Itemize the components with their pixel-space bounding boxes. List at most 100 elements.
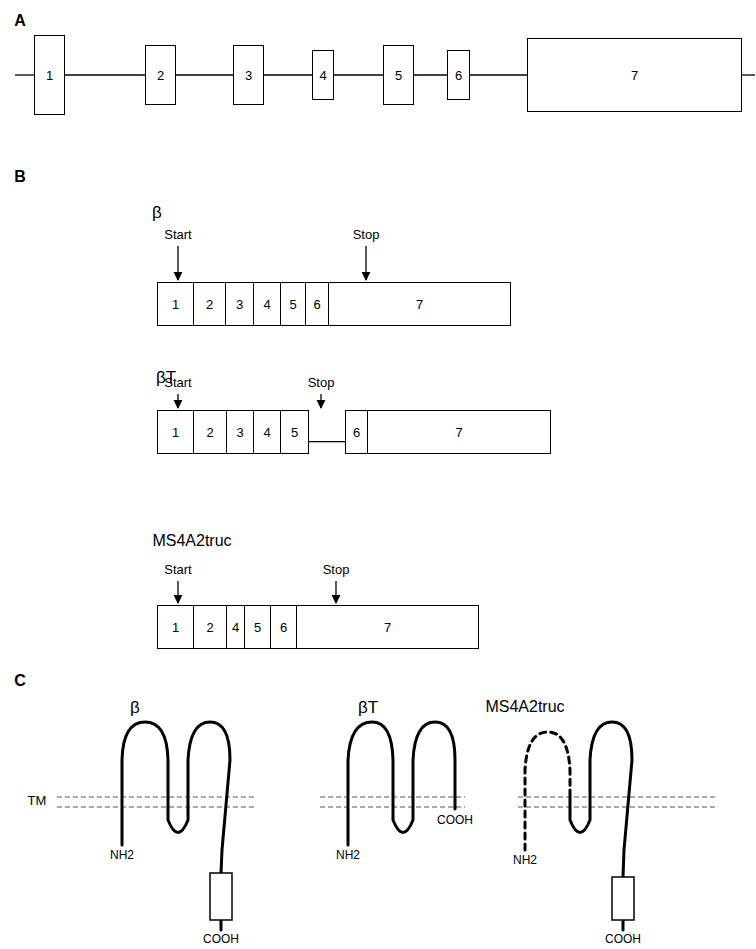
- intron-line: [65, 74, 145, 75]
- label-text: β: [130, 698, 140, 718]
- protein-chain: [122, 722, 230, 873]
- exon-box: 7: [328, 282, 511, 326]
- protein-tail: [622, 920, 625, 930]
- exon-box: 1: [157, 410, 194, 454]
- label-text: Start: [164, 228, 191, 243]
- membrane-line: [518, 807, 717, 808]
- label-text: MS4A2truc: [152, 532, 231, 550]
- exon-box: 7: [527, 38, 742, 112]
- exon-number: 7: [416, 297, 423, 312]
- exon-number: 3: [236, 425, 243, 440]
- exon-number: 7: [384, 620, 391, 635]
- exon-box: 3: [225, 282, 254, 326]
- exon-number: 7: [631, 68, 638, 83]
- exon-box: 6: [345, 410, 368, 454]
- exon-number: 2: [206, 297, 213, 312]
- stop-arrow: [320, 394, 321, 408]
- exon-number: 2: [157, 68, 164, 83]
- label-text: Start: [164, 376, 191, 391]
- label-text: COOH: [605, 933, 641, 947]
- gene-line-end: [742, 74, 755, 75]
- exon-number: 6: [313, 297, 320, 312]
- exon-box: 7: [367, 410, 551, 454]
- label-text: TM: [28, 794, 47, 809]
- label-text: Stop: [353, 228, 380, 243]
- exon-number: 1: [46, 68, 53, 83]
- label-text: Stop: [323, 563, 350, 578]
- exon-box: 4: [253, 282, 281, 326]
- label-text: MS4A2truc: [485, 698, 564, 716]
- label-text: COOH: [203, 933, 239, 947]
- label-text: β: [152, 203, 162, 223]
- exon-box: 7: [296, 605, 479, 649]
- exon-box: 2: [145, 45, 176, 105]
- exon-number: 1: [172, 425, 179, 440]
- intron-line: [176, 74, 233, 75]
- label-text: NH2: [513, 854, 537, 868]
- exon-box: 4: [312, 50, 334, 100]
- exon-box: 2: [193, 410, 227, 454]
- exon-box: 3: [233, 45, 264, 105]
- exon-number: 4: [232, 620, 239, 635]
- start-arrow: [177, 581, 178, 603]
- exon-number: 6: [353, 425, 360, 440]
- intron-line: [334, 74, 383, 75]
- exon-number: 6: [280, 620, 287, 635]
- label-text: Stop: [308, 376, 335, 391]
- gene-line-start: [15, 74, 34, 75]
- label-text: NH2: [336, 849, 360, 863]
- exon-number: 6: [455, 68, 462, 83]
- exon-box: 6: [270, 605, 297, 649]
- exon-number: 3: [236, 297, 243, 312]
- panel-letter: A: [14, 12, 26, 30]
- exon-box: 1: [34, 35, 65, 115]
- exon-box: 5: [244, 605, 271, 649]
- protein-chain: [570, 722, 632, 877]
- exon-number: 4: [263, 425, 270, 440]
- exon-number: 2: [206, 425, 213, 440]
- intron-line: [414, 74, 447, 75]
- exon-box: 5: [280, 282, 306, 326]
- exon-number: 4: [319, 68, 326, 83]
- intron-line: [470, 74, 527, 75]
- exon-number: 5: [291, 425, 298, 440]
- stop-arrow: [365, 246, 366, 280]
- exon-number: 2: [206, 620, 213, 635]
- exon-box: 6: [447, 50, 470, 100]
- domain-box: [612, 877, 634, 920]
- exon-box: 4: [226, 605, 245, 649]
- start-arrow: [177, 246, 178, 280]
- panel-letter: B: [14, 168, 26, 186]
- exon-box: 2: [193, 282, 226, 326]
- intron-line: [309, 441, 345, 442]
- membrane-line: [518, 797, 717, 798]
- exon-box: 6: [305, 282, 329, 326]
- intron-line: [264, 74, 312, 75]
- missing-segment: [525, 732, 570, 850]
- exon-box: 5: [280, 410, 309, 454]
- label-text: βT: [358, 698, 378, 718]
- exon-box: 4: [253, 410, 281, 454]
- exon-number: 1: [172, 297, 179, 312]
- label-text: Start: [164, 563, 191, 578]
- exon-number: 5: [289, 297, 296, 312]
- panel-letter: C: [14, 672, 26, 690]
- stop-arrow: [335, 581, 336, 603]
- exon-box: 1: [157, 282, 194, 326]
- exon-number: 7: [455, 425, 462, 440]
- exon-number: 3: [245, 68, 252, 83]
- exon-number: 4: [263, 297, 270, 312]
- protein-tail: [220, 920, 223, 930]
- exon-box: 3: [226, 410, 254, 454]
- exon-box: 5: [383, 45, 414, 105]
- exon-number: 1: [172, 620, 179, 635]
- exon-box: 2: [193, 605, 227, 649]
- exon-box: 1: [157, 605, 194, 649]
- domain-box: [210, 873, 232, 920]
- exon-number: 5: [395, 68, 402, 83]
- start-arrow: [177, 394, 178, 408]
- label-text: COOH: [437, 814, 473, 828]
- exon-number: 5: [254, 620, 261, 635]
